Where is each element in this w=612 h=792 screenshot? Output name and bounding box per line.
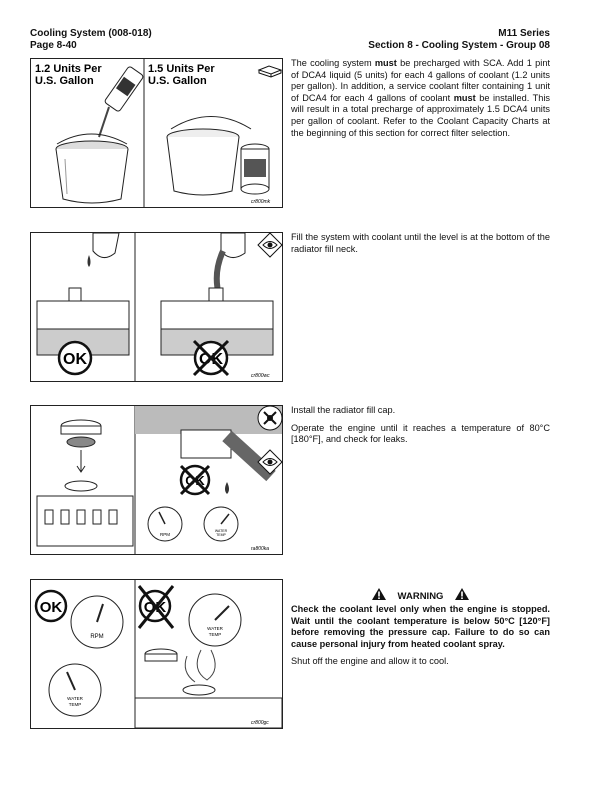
warning-heading: WARNING [291, 588, 550, 602]
figure-install-cap: OK RPM WATER TEMP ra800ka [30, 405, 283, 555]
figure-check-level-warning: OK RPM WATER TEMP OK WATER TEMP cr800gc [30, 579, 283, 729]
paragraph: Shut off the engine and allow it to cool… [291, 656, 449, 667]
warning-title: WARNING [397, 591, 444, 602]
wrench-icon [257, 405, 283, 431]
bucket-left-illustration [55, 133, 129, 204]
water-temp-label-1: WATER [67, 696, 83, 701]
section-sca-precharge-text: The cooling system must be precharged wi… [291, 58, 550, 145]
fig1-label-right2: U.S. Gallon [148, 75, 207, 87]
water-temp-label-2: TEMP [216, 533, 226, 537]
eye-icon [257, 449, 283, 475]
water-temp-label-2: TEMP [69, 702, 82, 707]
header-section-group: Section 8 - Cooling System - Group 08 [368, 40, 550, 51]
ok-text-left: OK [40, 599, 63, 616]
drop-icon [87, 255, 91, 267]
section-install-cap-text: Install the radiator fill cap. Operate t… [291, 405, 550, 452]
hose-fitting [180, 429, 232, 459]
fig1-code: cr800mk [251, 199, 271, 205]
rpm-gauge-label: RPM [160, 532, 170, 537]
warning-triangle-icon [371, 588, 386, 600]
cross-out-mark [137, 585, 175, 629]
paragraph: Install the radiator fill cap. [291, 405, 396, 415]
text-fragment: be installed. This will result in a tota… [291, 92, 550, 138]
dca4-bottle-illustration [98, 66, 144, 138]
radiator-cap-steam-illustration [134, 648, 282, 728]
cross-out-mark [179, 464, 211, 496]
header-series: M11 Series [498, 28, 550, 39]
text-fragment: The cooling system [291, 58, 375, 68]
radiator-hose [222, 430, 276, 482]
paragraph: Operate the engine until it reaches a te… [291, 422, 550, 445]
eye-icon [257, 232, 283, 258]
fig4-code: cr800gc [251, 720, 269, 726]
cross-out-mark [192, 339, 230, 377]
figure-fill-coolant: OK OK cr800wc [30, 232, 283, 382]
ok-badge-left [34, 589, 68, 623]
emphasis-must: must [453, 92, 476, 103]
paragraph: The cooling system must be precharged wi… [291, 58, 550, 139]
text-fragment: be precharged with SCA. Add 1 pint of DC… [291, 58, 550, 103]
radiator-cap-illustration [60, 419, 102, 473]
fig1-label-left2: U.S. Gallon [35, 75, 94, 87]
section-warning-text: Check the coolant level only when the en… [291, 604, 550, 674]
water-temp-label-4: TEMP [209, 632, 222, 637]
book-icon [257, 65, 283, 78]
page-header-right: M11 Series Section 8 - Cooling System - … [368, 28, 550, 52]
leak-drop-icon [225, 482, 229, 494]
header-section-title: Cooling System (008-018) [30, 28, 152, 39]
fig3-code: ra800ka [251, 546, 269, 552]
warning-text: Check the coolant level only when the en… [291, 604, 550, 649]
ok-badge-left [57, 340, 93, 376]
rpm-gauge-label: RPM [90, 634, 103, 640]
fig2-code: cr800wc [251, 373, 270, 379]
water-temp-label-3: WATER [207, 626, 223, 631]
radiator-core [135, 406, 282, 434]
figure-sca-precharge: 1.2 Units Per U.S. Gallon 1.5 Units Per … [30, 58, 283, 208]
water-temp-label-1: WATER [215, 529, 228, 533]
coolant-jug-left [92, 233, 120, 258]
bucket-right-illustration [166, 116, 252, 196]
page-header-left: Cooling System (008-018) Page 8-40 [30, 28, 152, 52]
radiator-left-illustration [36, 287, 130, 356]
emphasis-must: must [374, 58, 397, 68]
fig1-label-left: 1.2 Units Per [35, 63, 102, 75]
section-fill-coolant-text: Fill the system with coolant until the l… [291, 232, 550, 261]
header-page-number: Page 8-40 [30, 40, 77, 51]
ok-text-left: OK [63, 351, 87, 368]
warning-triangle-icon [455, 588, 470, 600]
coolant-filter-illustration [240, 143, 270, 195]
fig1-label-right: 1.5 Units Per [148, 63, 215, 75]
fill-neck-illustration [36, 480, 134, 547]
paragraph: Fill the system with coolant until the l… [291, 232, 550, 254]
